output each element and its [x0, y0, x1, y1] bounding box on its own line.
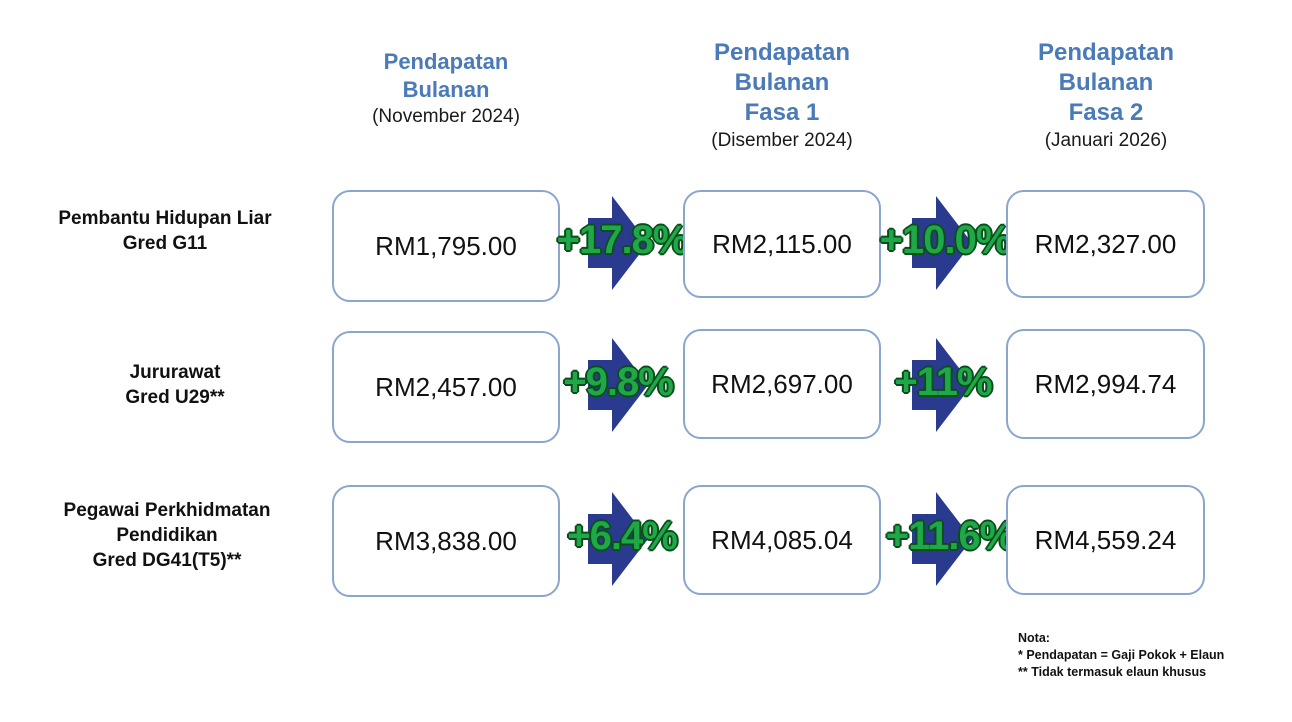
salary-box: RM4,559.24 — [1006, 485, 1205, 595]
footnote-title: Nota: — [1018, 631, 1050, 645]
column-title-line: Fasa 2 — [1068, 99, 1144, 126]
row-label-line: Pendidikan — [116, 525, 218, 546]
increase-percent: +9.8% — [563, 360, 674, 404]
right-arrow-icon — [588, 492, 648, 586]
row-label-line: Gred U29** — [125, 387, 225, 408]
column-header-fasa-1: Pendapatan Bulanan Fasa 1 (Disember 2024… — [672, 38, 892, 154]
salary-box: RM3,838.00 — [332, 485, 560, 597]
row-label-jururawat: Jururawat Gred U29** — [30, 360, 320, 410]
right-arrow-icon — [912, 196, 972, 290]
salary-box: RM2,457.00 — [332, 331, 560, 443]
footnote-line: ** Tidak termasuk elaun khusus — [1018, 665, 1207, 679]
right-arrow-icon — [588, 196, 648, 290]
column-title-line: Bulanan — [1058, 69, 1154, 96]
row-label-line: Gred DG41(T5)** — [92, 550, 242, 571]
salary-box: RM4,085.04 — [683, 485, 881, 595]
row-label-line: Pembantu Hidupan Liar — [58, 208, 272, 229]
column-header-november: Pendapatan Bulanan (November 2024) — [336, 48, 556, 130]
row-label-pegawai-perkhidmatan-pendidikan: Pegawai Perkhidmatan Pendidikan Gred DG4… — [22, 498, 312, 573]
increase-percent: +11% — [894, 360, 992, 404]
column-title-line: Fasa 1 — [744, 99, 820, 126]
increase-percent: +10.0% — [879, 218, 1012, 262]
salary-box: RM1,795.00 — [332, 190, 560, 302]
salary-box: RM2,994.74 — [1006, 329, 1205, 439]
row-label-line: Jururawat — [129, 362, 221, 383]
right-arrow-icon — [588, 338, 648, 432]
increase-percent: +11.6% — [885, 514, 1016, 558]
column-date: (November 2024) — [372, 106, 520, 127]
salary-box: RM2,697.00 — [683, 329, 881, 439]
column-title-line: Pendapatan — [383, 49, 509, 74]
row-label-line: Gred G11 — [122, 233, 208, 254]
right-arrow-icon — [912, 338, 972, 432]
right-arrow-icon — [912, 492, 972, 586]
salary-box: RM2,327.00 — [1006, 190, 1205, 298]
increase-percent: +17.8% — [556, 218, 689, 262]
row-label-line: Pegawai Perkhidmatan — [63, 500, 271, 521]
footnote: Nota: * Pendapatan = Gaji Pokok + Elaun … — [1018, 630, 1224, 681]
row-label-pembantu-hidupan-liar: Pembantu Hidupan Liar Gred G11 — [20, 206, 310, 256]
column-date: (Januari 2026) — [1044, 130, 1168, 151]
column-title-line: Bulanan — [402, 77, 490, 102]
column-title-line: Bulanan — [734, 69, 830, 96]
salary-box: RM2,115.00 — [683, 190, 881, 298]
column-date: (Disember 2024) — [711, 130, 853, 151]
footnote-line: * Pendapatan = Gaji Pokok + Elaun — [1018, 648, 1225, 662]
column-header-fasa-2: Pendapatan Bulanan Fasa 2 (Januari 2026) — [996, 38, 1216, 154]
column-title-line: Pendapatan — [713, 39, 851, 66]
increase-percent: +6.4% — [567, 514, 678, 558]
column-title-line: Pendapatan — [1037, 39, 1175, 66]
